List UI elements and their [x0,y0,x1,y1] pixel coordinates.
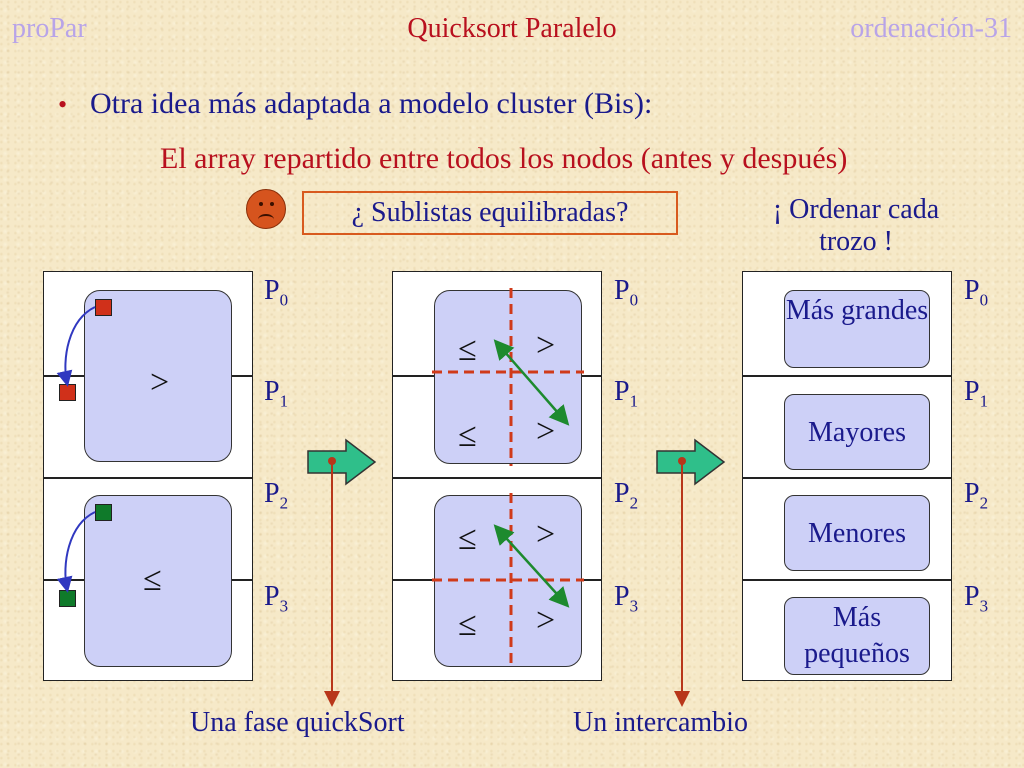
caption-quicksort-phase: Una fase quickSort [190,707,405,738]
processor-label-p0: P0 [264,275,289,310]
course-label: proPar [12,13,87,44]
processor-label-p3: P3 [964,581,989,616]
balanced-sublists-callout: ¿ Sublistas equilibradas? [302,191,678,235]
red-marker [95,299,112,316]
divider [742,477,952,479]
bullet-icon: • [58,90,68,119]
green-marker [59,590,76,607]
slide-number: ordenación-31 [850,13,1012,44]
divider [392,477,602,479]
result-smallest: Más pequeños [784,597,930,675]
red-marker [59,384,76,401]
processor-label-p2: P2 [264,478,289,513]
slide-title: Quicksort Paralelo [407,13,617,44]
bullet-text: Otra idea más adaptada a modelo cluster … [90,87,653,120]
sort-note-line-1: ¡ Ordenar cada [772,194,940,225]
processor-label-p3: P3 [264,581,289,616]
less-equal-symbol: ≤ [458,417,477,454]
sort-each-chunk-note: ¡ Ordenar cada trozo ! [744,194,968,258]
divider [742,375,952,377]
processor-label-p1: P1 [964,376,989,411]
result-greater: Mayores [784,394,930,470]
sort-note-line-2: trozo ! [819,226,893,257]
greater-symbol: > [150,364,170,401]
caption-exchange: Un intercambio [573,707,748,738]
less-equal-symbol: ≤ [458,520,477,557]
result-lesser: Menores [784,495,930,571]
block-arrow-icon [656,438,726,486]
lower-block [84,495,232,667]
green-marker [95,504,112,521]
result-largest: Más grandes [784,290,930,368]
greater-symbol: > [536,413,556,450]
less-equal-symbol: ≤ [458,331,477,368]
processor-label-p1: P1 [264,376,289,411]
divider [43,477,253,479]
greater-symbol: > [536,602,556,639]
processor-label-p2: P2 [614,478,639,513]
processor-label-p0: P0 [964,275,989,310]
block-arrow-icon [307,438,377,486]
upper-block [434,290,582,464]
lower-block [434,495,582,667]
processor-label-p0: P0 [614,275,639,310]
subtitle-text: El array repartido entre todos los nodos… [160,142,848,175]
processor-label-p2: P2 [964,478,989,513]
greater-symbol: > [536,327,556,364]
less-equal-symbol: ≤ [458,606,477,643]
processor-label-p1: P1 [614,376,639,411]
less-equal-symbol: ≤ [143,561,162,598]
sad-face-icon [246,189,286,229]
upper-block [84,290,232,462]
processor-label-p3: P3 [614,581,639,616]
divider [742,579,952,581]
greater-symbol: > [536,516,556,553]
